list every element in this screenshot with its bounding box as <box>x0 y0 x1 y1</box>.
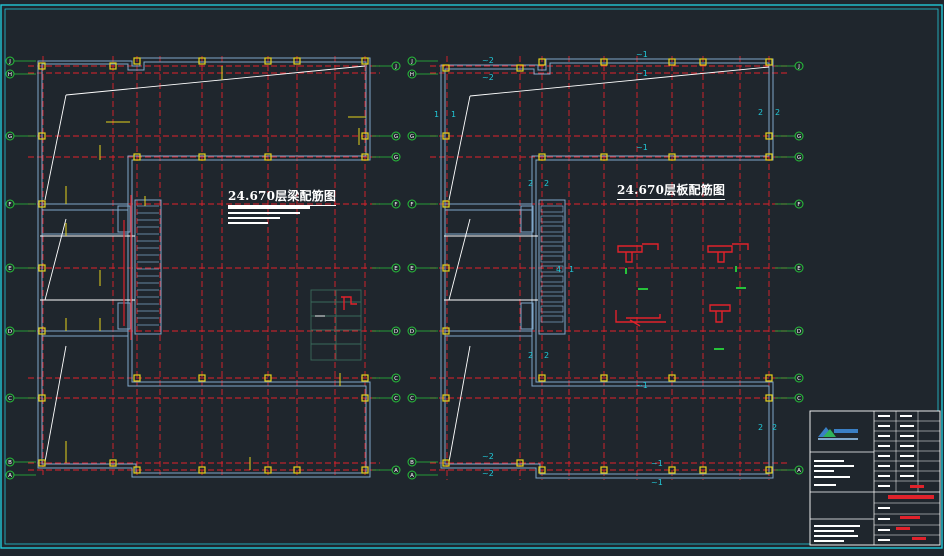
left-slab-diagonals <box>40 65 366 463</box>
axis-label-right-7: C <box>394 396 398 402</box>
left-plan-title: 24.670层梁配筋图 <box>228 189 337 206</box>
axis-label-left2-1: H <box>410 72 414 78</box>
right-slab-details <box>615 243 749 327</box>
left-detail-table <box>310 289 362 361</box>
svg-text:2: 2 <box>758 108 763 117</box>
right-walls <box>440 58 774 479</box>
axis-label-right-8: A <box>394 468 398 474</box>
axis-label-right-2: G <box>394 155 398 161</box>
axis-label-right2-8: A <box>797 468 801 474</box>
title-block <box>809 410 941 546</box>
sheet-frame <box>0 4 943 549</box>
right-plan-title: 24.670层板配筋图 <box>617 183 726 200</box>
axis-label-left-2: G <box>8 134 12 140</box>
axis-label-left-1: H <box>8 72 12 78</box>
axis-label-left2-0: J <box>410 59 413 65</box>
axis-label-right-6: C <box>394 376 398 382</box>
axis-label-left2-4: E <box>410 266 414 272</box>
axis-label-right-0: J <box>394 64 397 70</box>
svg-text:~1: ~1 <box>636 69 648 78</box>
svg-text:1: 1 <box>451 110 456 119</box>
axis-label-right-3: F <box>394 202 397 208</box>
axis-label-right2-7: C <box>797 396 801 402</box>
left-rebar-marks <box>65 66 366 470</box>
svg-text:~1: ~1 <box>651 459 663 468</box>
svg-text:~2: ~2 <box>482 452 494 461</box>
axis-label-left2-6: C <box>410 396 414 402</box>
right-columns <box>442 58 773 474</box>
left-floor-plan <box>28 56 380 478</box>
axis-label-left-3: F <box>8 202 11 208</box>
svg-text:~2: ~2 <box>482 56 494 65</box>
svg-text:4: 4 <box>556 265 561 274</box>
axis-label-left2-8: A <box>410 473 414 479</box>
axis-label-left2-7: B <box>410 460 414 466</box>
svg-text:~1: ~1 <box>636 50 648 59</box>
svg-text:2: 2 <box>758 423 763 432</box>
axis-label-right-5: D <box>394 329 398 335</box>
axis-label-left-0: J <box>8 59 11 65</box>
company-logo <box>818 427 858 440</box>
axis-label-right2-1: G <box>797 134 801 140</box>
svg-text:~1: ~1 <box>636 143 648 152</box>
axis-label-left-8: A <box>8 473 12 479</box>
axis-label-left-7: B <box>8 460 12 466</box>
right-stair <box>540 205 564 323</box>
axis-label-right2-3: F <box>797 202 800 208</box>
svg-text:2: 2 <box>775 108 780 117</box>
axis-leader-lines <box>14 60 795 476</box>
right-slab-detail-marks <box>625 266 746 350</box>
svg-text:2: 2 <box>528 179 533 188</box>
axis-bubble-letters: J H G F E D C B A J G G F E D C C A J H … <box>8 59 801 479</box>
axis-label-right2-4: E <box>797 266 801 272</box>
axis-label-right2-5: D <box>797 329 801 335</box>
right-slab-diagonals <box>444 66 770 463</box>
axis-label-left-4: E <box>8 266 12 272</box>
axis-label-left2-5: D <box>410 329 414 335</box>
left-stair-rebar <box>123 195 132 340</box>
axis-label-right2-0: J <box>797 64 800 70</box>
axis-label-left-5: D <box>8 329 12 335</box>
svg-text:~1: ~1 <box>636 381 648 390</box>
axis-label-right-1: G <box>394 134 398 140</box>
svg-text:1: 1 <box>569 265 574 274</box>
axis-label-left2-2: G <box>410 134 414 140</box>
left-stair <box>137 205 159 326</box>
svg-text:2: 2 <box>544 179 549 188</box>
left-columns <box>38 57 369 474</box>
left-grid-lines <box>28 56 380 475</box>
left-title-notes <box>228 206 310 224</box>
svg-text:~1: ~1 <box>651 478 663 487</box>
axis-label-left2-3: F <box>410 202 413 208</box>
axis-label-right2-2: G <box>797 155 801 161</box>
left-walls <box>37 57 371 478</box>
svg-text:1: 1 <box>434 110 439 119</box>
svg-text:2: 2 <box>772 423 777 432</box>
axis-label-right2-6: C <box>797 376 801 382</box>
svg-text:~2: ~2 <box>482 469 494 478</box>
svg-text:~2: ~2 <box>482 73 494 82</box>
svg-text:2: 2 <box>544 351 549 360</box>
svg-text:2: 2 <box>528 351 533 360</box>
right-grid-lines <box>430 56 790 480</box>
axis-label-left-6: C <box>8 396 12 402</box>
axis-label-right-4: E <box>394 266 398 272</box>
